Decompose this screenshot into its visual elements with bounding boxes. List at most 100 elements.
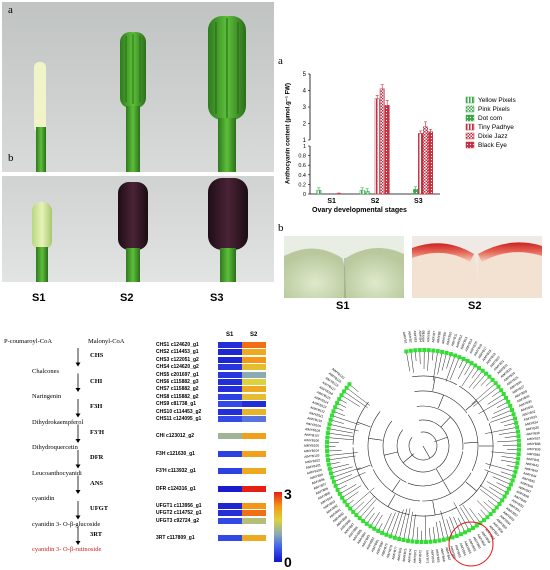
leaf-label: AtMYB35: [525, 425, 539, 431]
leaf-label: AtMYB4: [418, 330, 422, 342]
legend-swatch: [465, 105, 475, 113]
leaf-label: AtMYB98: [311, 477, 325, 485]
leaf-marker: [392, 535, 397, 540]
leaf-marker: [512, 416, 517, 421]
leaf-label: AtMYB59: [480, 531, 491, 545]
heatmap-row-label: CHS9 c81738_g1: [156, 401, 197, 408]
leaf-marker: [354, 513, 359, 518]
legend-label: Dixie Jazz: [478, 133, 508, 140]
leaf-label: AtMYB52: [505, 506, 518, 517]
y-tick-label: 3: [303, 105, 307, 111]
heatmap-scale-label: 0: [284, 554, 292, 570]
heatmap-row-label: CHS11 c124095_g1: [156, 416, 202, 422]
leaf-label: AtMYB81: [370, 539, 379, 553]
leaf-label: AtMYB5: [421, 330, 425, 342]
heatmap-row-label: CHS7 c115882_g2: [156, 386, 199, 393]
leaf-label: AtMYB3: [413, 330, 418, 342]
leaf-marker: [335, 487, 340, 492]
y-tick-label: 5: [303, 72, 307, 78]
heatmap-cell: [218, 393, 242, 400]
y-tick-label: 0.8: [298, 154, 306, 160]
leaf-marker: [509, 408, 514, 413]
leaf-marker: [444, 350, 449, 355]
leaf-marker: [345, 503, 350, 508]
heatmap-row-label: CHS6 c115882_g3: [156, 379, 199, 385]
leaf-marker: [465, 358, 470, 363]
heatmap-cell: [218, 517, 242, 524]
tree-branches: [325, 348, 521, 544]
leaf-marker: [380, 530, 385, 535]
pathway-product: Chalcones: [32, 367, 60, 375]
leaf-label: AtMYB117: [321, 381, 336, 392]
pathway-enzyme: F3'H: [90, 428, 105, 436]
leaf-marker: [450, 535, 455, 540]
heatmap-cell: [218, 342, 242, 348]
bar-pink-pixels: [364, 190, 370, 195]
heatmap-cell: [218, 503, 242, 509]
micro-images: [284, 236, 542, 298]
chart-panel-label: a: [278, 55, 283, 67]
leaf-label: AtMYB40: [527, 452, 541, 457]
leaf-label: AtMYB57: [488, 524, 500, 537]
pathway-enzyme: CHI: [90, 377, 103, 385]
heatmap-cell: [242, 503, 266, 509]
pathway-product: Dihydroquercetin: [32, 444, 78, 451]
leaf-marker: [453, 353, 458, 358]
leaf-label: AtMYB1: [402, 332, 408, 344]
leaf-marker: [478, 520, 483, 525]
pathway-final-product: cyanidin 3- O-β-rutinoside: [32, 546, 102, 553]
heatmap-row-label: CHS5 c201697_g1: [156, 371, 199, 378]
bar-black-eye: [428, 131, 433, 195]
leaf-marker: [480, 368, 485, 373]
leaf-marker: [490, 377, 495, 382]
leaf-label: AtMYB84: [356, 531, 367, 545]
pathway-arrow: [75, 439, 81, 443]
leaf-label: AtMYB86: [347, 525, 359, 538]
leaf-marker: [432, 539, 437, 544]
leaf-marker: [513, 469, 518, 474]
heatmap-cell: [218, 468, 242, 475]
leaf-label: AtMYB108: [305, 427, 321, 433]
y-tick-label: 0.2: [298, 182, 306, 188]
leaf-marker: [333, 483, 338, 488]
leaf-label: AtMYB77: [391, 546, 398, 560]
leaf-marker: [511, 412, 516, 417]
leaf-label: AtMYB106: [304, 438, 320, 443]
pathway-arrows: [75, 348, 81, 545]
leaf-marker: [463, 530, 468, 535]
heatmap-cell: [242, 349, 266, 356]
leaf-label: AtMYB72: [418, 550, 422, 564]
leaf-marker: [325, 449, 330, 454]
leaf-label: AtMYB18: [481, 349, 492, 362]
leaf-marker: [487, 374, 492, 379]
leaf-marker: [504, 395, 509, 400]
pathway-enzyme: UFGT: [90, 505, 109, 512]
leaf-marker: [326, 462, 331, 467]
leaf-marker: [325, 453, 330, 458]
leaf-marker: [401, 538, 406, 543]
heatmap-col-label: S1: [226, 332, 234, 338]
heatmap-cell: [242, 371, 266, 378]
leaf-label: AtMYB51: [508, 502, 522, 513]
y-tick-label: 2: [303, 122, 307, 128]
heatmap-cell: [218, 364, 242, 371]
leaf-marker: [335, 401, 340, 406]
heatmap-cell: [242, 401, 266, 408]
pathway-enzyme: CHS: [90, 352, 104, 359]
leaf-marker: [331, 409, 336, 414]
leaf-label: AtMYB30: [518, 399, 532, 408]
leaf-marker: [474, 523, 479, 528]
leaf-label: AtMYB19: [485, 352, 497, 365]
legend-swatch: [465, 123, 475, 131]
leaf-marker: [357, 516, 362, 521]
leaf-marker: [506, 486, 511, 491]
leaf-label: AtMYB31: [520, 404, 534, 412]
legend-label: Black Eye: [478, 142, 507, 149]
micro-panel-label: b: [278, 222, 284, 234]
leaf-marker: [516, 447, 521, 452]
leaf-marker: [499, 388, 504, 393]
leaf-label: AtMYB109: [306, 421, 322, 428]
leaf-marker: [516, 438, 521, 443]
leaf-marker: [494, 505, 499, 510]
x-tick-label: S3: [414, 198, 423, 205]
